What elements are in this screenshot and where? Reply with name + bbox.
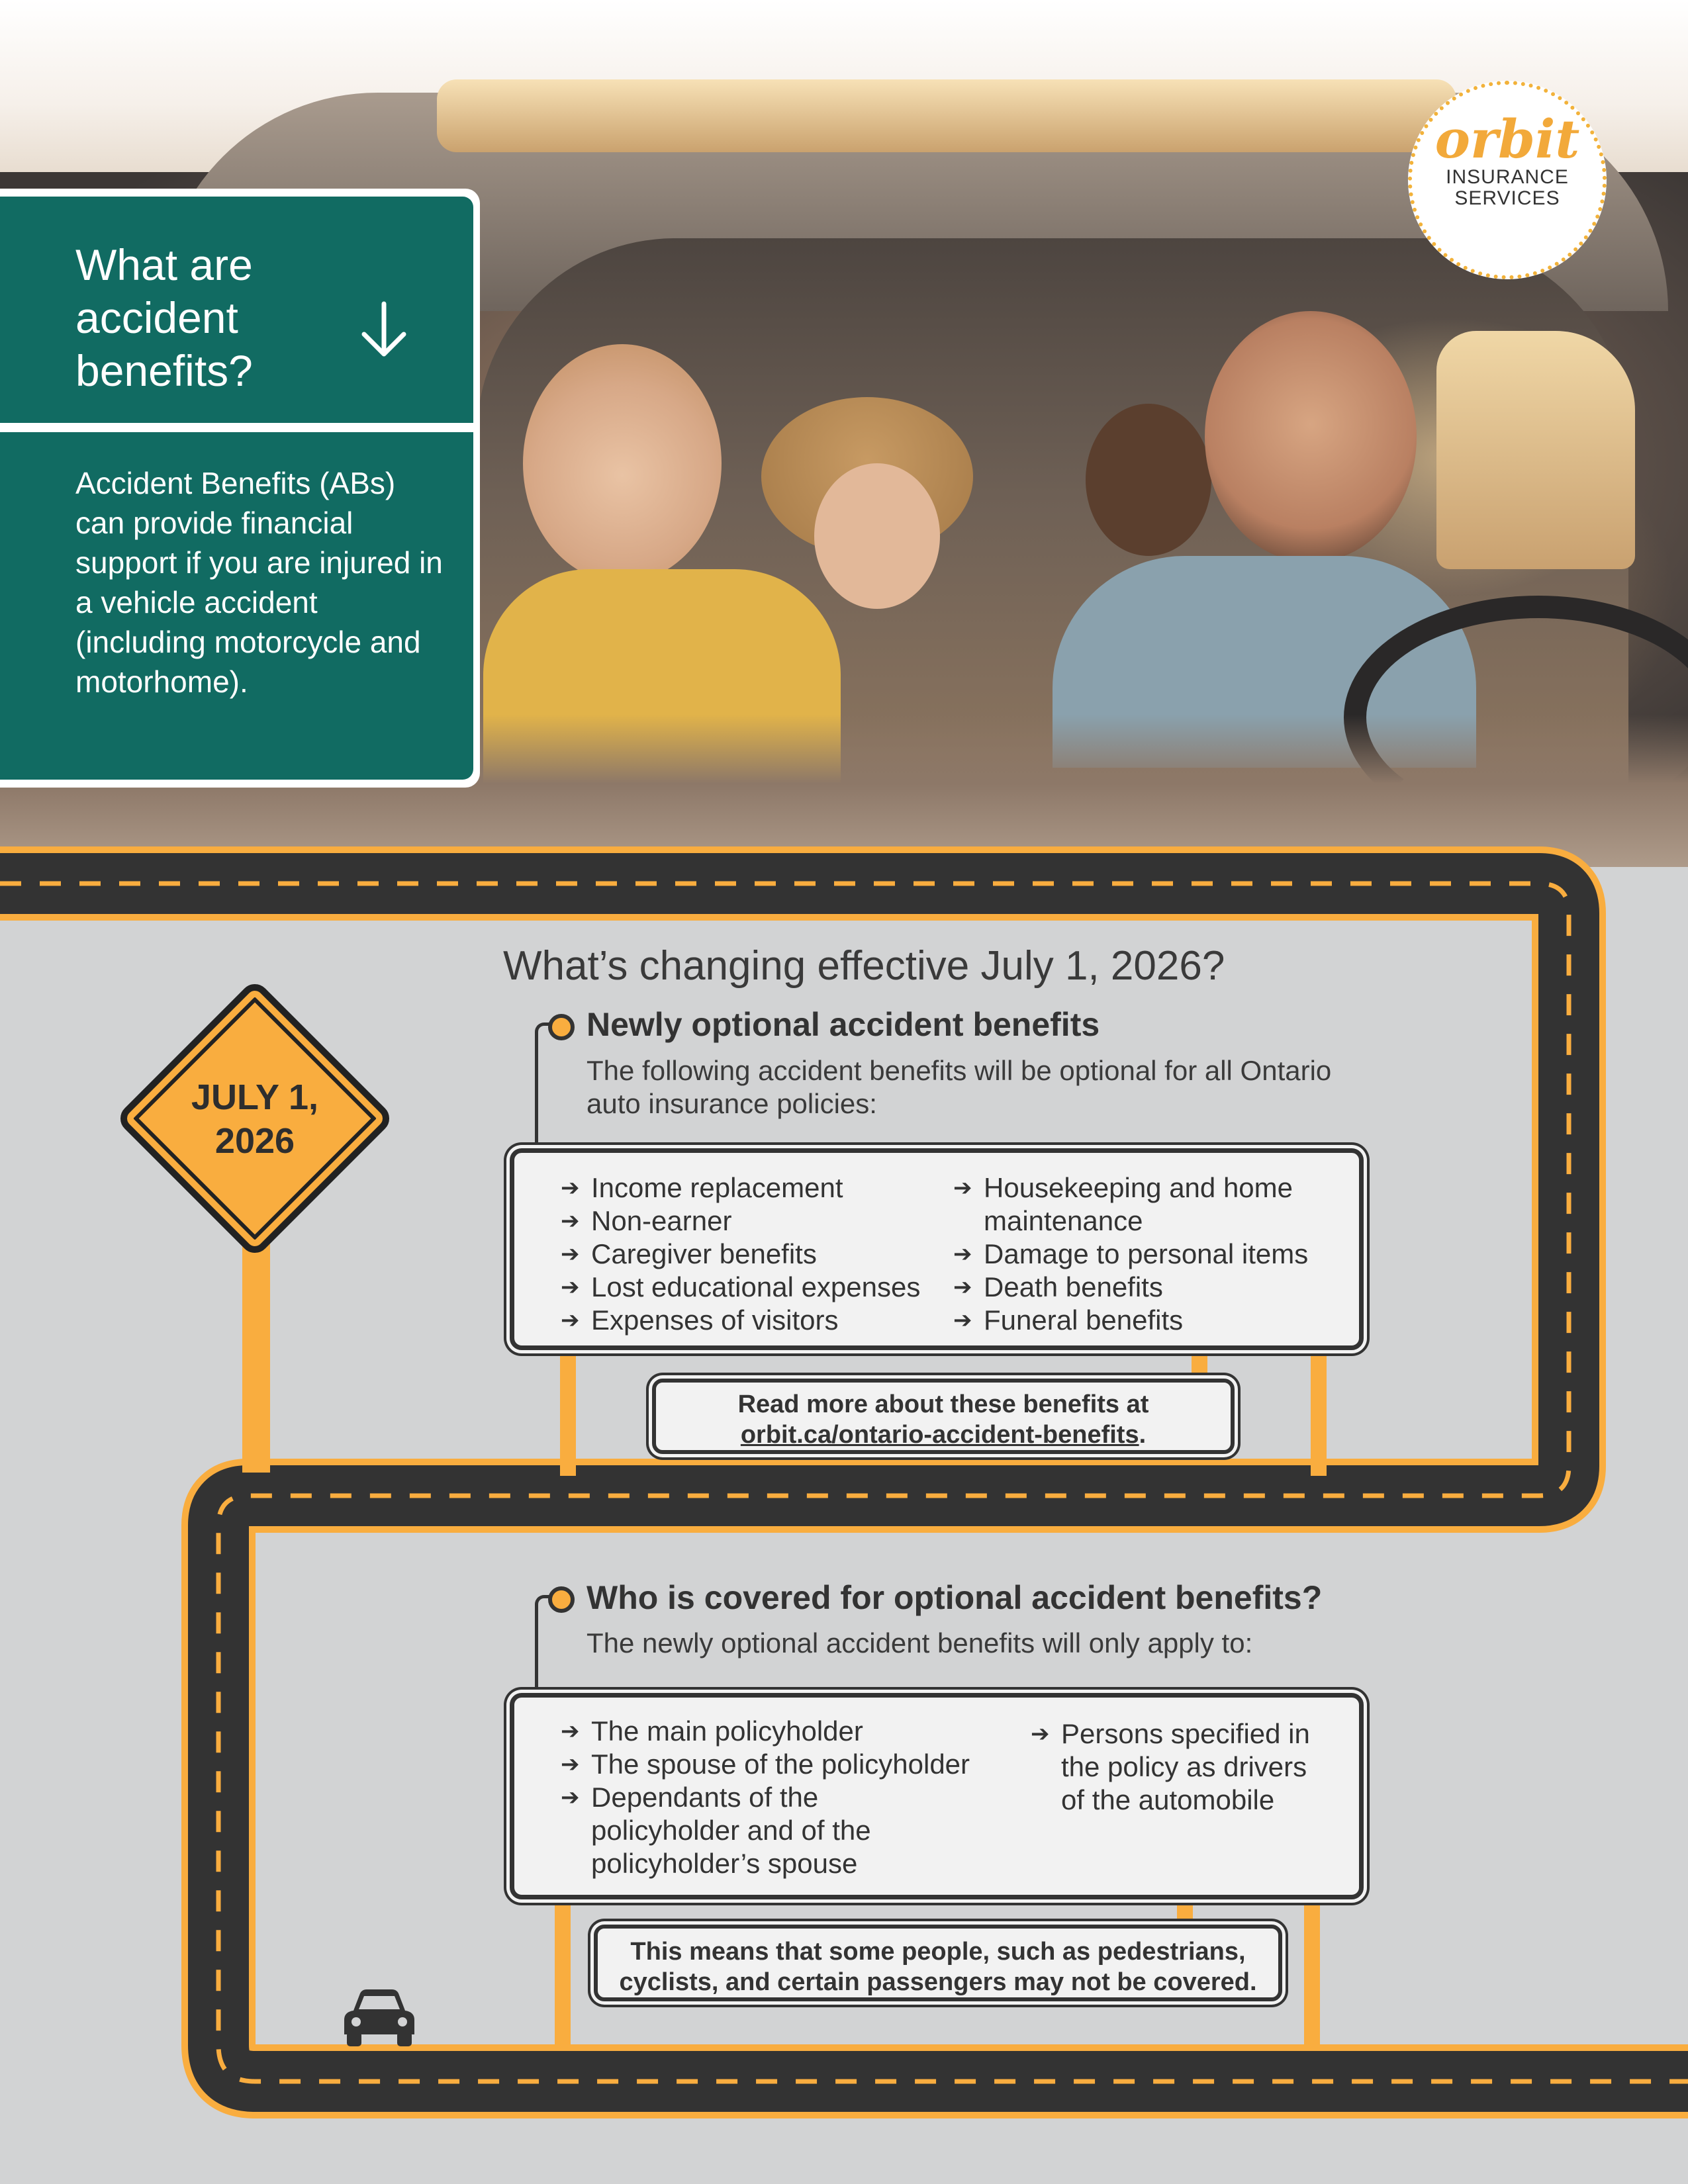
july-sign-text: JULY 1, 2026 — [156, 1075, 354, 1163]
optional-note-line: Read more about these benefits at — [737, 1390, 1149, 1418]
covered-list-left: ➔The main policyholder ➔The spouse of th… — [561, 1715, 1011, 1880]
optional-post-left — [560, 1350, 576, 1476]
optional-node-dot — [548, 1014, 575, 1040]
list-item: ➔Non-earner — [561, 1205, 732, 1236]
covered-note: This means that some people, such as ped… — [594, 1925, 1282, 2001]
covered-list-right: ➔Persons specified in the policy as driv… — [1031, 1717, 1335, 1817]
car-icon — [344, 1989, 414, 2046]
arrow-right-icon: ➔ — [561, 1308, 580, 1333]
optional-list-right: ➔Housekeeping and home maintenance ➔Dama… — [953, 1171, 1337, 1337]
optional-list-left: ➔Income replacement ➔Non-earner ➔Caregiv… — [561, 1171, 931, 1337]
arrow-right-icon: ➔ — [953, 1175, 972, 1201]
passenger-rear-face — [814, 463, 940, 609]
covered-post-left — [555, 1899, 571, 2048]
arrow-right-icon: ➔ — [561, 1208, 580, 1234]
list-item: ➔Persons specified in the policy as driv… — [1031, 1718, 1310, 1815]
benefits-link[interactable]: orbit.ca/ontario-accident-benefits — [740, 1421, 1139, 1449]
logo-line-2: SERVICES — [1454, 187, 1560, 209]
car-sunroof — [437, 79, 1456, 152]
intro-body-box — [0, 432, 473, 780]
hero-photo — [0, 0, 1688, 867]
covered-node-dot — [548, 1586, 575, 1613]
arrow-right-icon: ➔ — [561, 1242, 580, 1267]
passenger-front — [523, 344, 722, 582]
arrow-right-icon: ➔ — [561, 1752, 580, 1777]
sign-line-2: 2026 — [214, 1121, 295, 1161]
orbit-logo[interactable]: orbit INSURANCE SERVICES — [1408, 81, 1607, 279]
sign-line-1: JULY 1, — [191, 1077, 319, 1117]
driver-head — [1205, 311, 1417, 563]
optional-note-link-line: orbit.ca/ontario-accident-benefits. — [656, 1420, 1231, 1450]
list-item: ➔Funeral benefits — [953, 1304, 1184, 1336]
optional-post-right — [1311, 1350, 1327, 1476]
optional-title: Newly optional accident benefits — [586, 1006, 1100, 1043]
arrow-right-icon: ➔ — [561, 1175, 580, 1201]
sign-post — [242, 1244, 270, 1473]
list-item: ➔Caregiver benefits — [561, 1238, 817, 1269]
list-item: ➔Expenses of visitors — [561, 1304, 839, 1336]
arrow-right-icon: ➔ — [953, 1275, 972, 1300]
passenger-rear-right — [1086, 404, 1211, 556]
arrow-right-icon: ➔ — [561, 1275, 580, 1300]
list-item: ➔Income replacement — [561, 1172, 843, 1203]
list-item: ➔Housekeeping and home maintenance — [953, 1172, 1293, 1236]
optional-note: Read more about these benefits at orbit.… — [652, 1379, 1235, 1454]
covered-note-text: This means that some people, such as ped… — [619, 1938, 1257, 1996]
arrow-right-icon: ➔ — [953, 1242, 972, 1267]
list-item: ➔The main policyholder — [561, 1715, 863, 1747]
optional-note-period: . — [1139, 1421, 1147, 1449]
logo-line-1: INSURANCE — [1446, 166, 1569, 188]
list-item: ➔The spouse of the policyholder — [561, 1749, 970, 1780]
arrow-right-icon: ➔ — [561, 1785, 580, 1810]
covered-post-right — [1304, 1899, 1320, 2048]
covered-list-panel: ➔The main policyholder ➔The spouse of th… — [510, 1693, 1364, 1899]
logo-word: orbit — [1434, 108, 1580, 170]
optional-list-panel: ➔Income replacement ➔Non-earner ➔Caregiv… — [510, 1148, 1364, 1350]
car-side-window — [1436, 331, 1635, 569]
arrow-right-icon: ➔ — [1031, 1721, 1050, 1747]
list-item: ➔Dependants of the policyholder and of t… — [561, 1782, 871, 1879]
list-item: ➔Lost educational expenses — [561, 1271, 921, 1302]
intro-heading: What are accident benefits? — [75, 240, 253, 395]
list-item: ➔Death benefits — [953, 1271, 1163, 1302]
covered-title: Who is covered for optional accident ben… — [586, 1579, 1323, 1616]
section-title: What’s changing effective July 1, 2026? — [503, 943, 1225, 989]
covered-description: The newly optional accident benefits wil… — [586, 1627, 1253, 1659]
intro-body: Accident Benefits (ABs) can provide fina… — [75, 466, 443, 699]
list-item: ➔Damage to personal items — [953, 1238, 1309, 1269]
intro-heading-box — [0, 197, 473, 423]
arrow-right-icon: ➔ — [561, 1719, 580, 1744]
optional-connector — [535, 1023, 564, 1148]
arrow-right-icon: ➔ — [953, 1308, 972, 1333]
optional-description: The following accident benefits will be … — [586, 1055, 1332, 1119]
arrow-down-icon — [361, 301, 406, 357]
